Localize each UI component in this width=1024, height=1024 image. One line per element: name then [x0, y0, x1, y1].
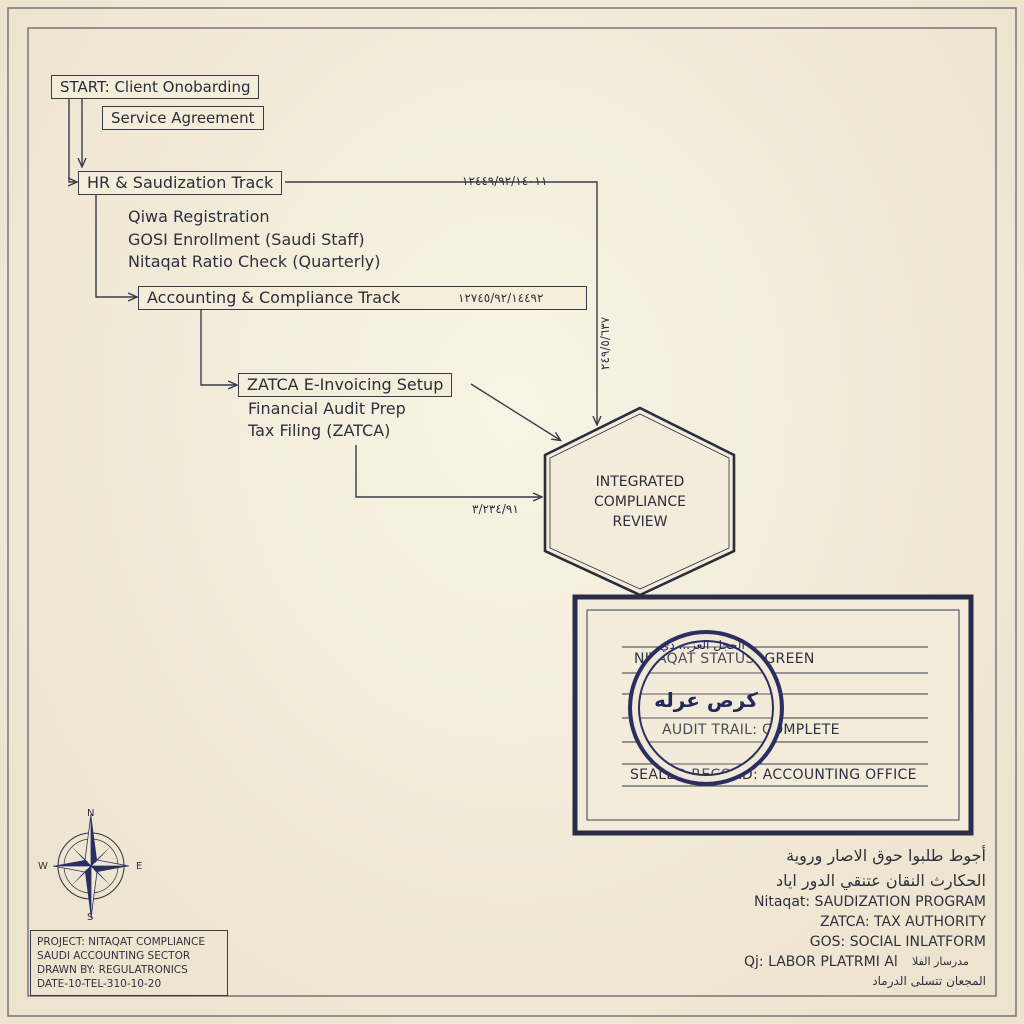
title-block: PROJECT: NITAQAT COMPLIANCE SAUDI ACCOUN… — [30, 930, 228, 996]
connector-tax-to-review — [355, 445, 541, 497]
connector-hr-to-review — [285, 181, 597, 424]
start-box[interactable]: START: Client Onobarding — [51, 75, 260, 99]
hr-step-qiwa: Qiwa Registration — [128, 207, 270, 226]
legend-item-nitaqat: Nitaqat: SAUDIZATION PROGRAM — [754, 894, 986, 910]
seal-center-text: كرص عرله — [654, 688, 758, 712]
compass-east: E — [136, 861, 143, 872]
service-agreement-box[interactable]: Service Agreement — [102, 106, 264, 130]
compass-south: S — [87, 912, 94, 923]
legend-arabic-1: أجوط طلبوا حوق الاصار وروية — [786, 846, 986, 865]
review-line-3: REVIEW — [612, 514, 668, 530]
title-drawn-by: DRAWN BY: REGULATRONICS — [37, 964, 188, 976]
connector-hr-to-accounting — [95, 195, 136, 297]
legend-item-qiwa: Qj: LABOR PLATRMI Al — [744, 954, 898, 970]
legend-item-gosi: GOS: SOCIAL INLATFORM — [809, 934, 986, 950]
service-agreement-label: Service Agreement — [111, 109, 255, 127]
legend-item-zatca: ZATCA: TAX AUTHORITY — [819, 914, 986, 930]
accounting-date: ١٢٧٤٥/٩٢/١٤٤٩٢ — [458, 291, 544, 305]
compass-west: W — [38, 861, 48, 872]
legend-arabic-2: الحكارث النقان عتنقي الدور اياد — [775, 871, 986, 890]
zatca-step-tax: Tax Filing (ZATCA) — [248, 421, 391, 440]
zatca-setup-label: ZATCA E-Invoicing Setup — [247, 375, 444, 394]
hr-date: ١٢٤٤٩/٩٢/١٤٠١١ — [462, 174, 548, 188]
accounting-track-label: Accounting & Compliance Track — [147, 288, 401, 307]
seal-ring-text: الحجل العز... دي — [660, 638, 745, 652]
title-date: DATE-10-TEL-310-10-20 — [37, 978, 162, 990]
hr-track-box[interactable]: HR & Saudization Track — [78, 171, 283, 195]
legend-arabic-inline: مدرسار الفلا — [912, 955, 969, 968]
inner-border — [27, 27, 997, 997]
accounting-track-box[interactable]: Accounting & Compliance Track — [138, 286, 587, 310]
compass-rose — [52, 813, 130, 919]
start-label: START: Client Onobarding — [60, 78, 251, 96]
title-project: PROJECT: NITAQAT COMPLIANCE — [37, 936, 205, 948]
legend-arabic-3: المجعان تتسلى الدرماد — [872, 974, 986, 988]
hr-step-gosi: GOSI Enrollment (Saudi Staff) — [128, 230, 365, 249]
zatca-date: ٣/٢٣٤/٩١ — [472, 502, 519, 516]
hr-track-label: HR & Saudization Track — [87, 173, 274, 192]
vertical-date: ٢٤٩/٥/٦٣٧ — [598, 316, 612, 370]
review-label[interactable]: INTEGRATED COMPLIANCE REVIEW — [545, 472, 735, 532]
review-line-1: INTEGRATED — [595, 474, 685, 490]
compass-north: N — [87, 808, 95, 819]
zatca-setup-box[interactable]: ZATCA E-Invoicing Setup — [238, 373, 453, 397]
official-seal — [628, 630, 784, 786]
zatca-step-audit: Financial Audit Prep — [248, 399, 406, 418]
outer-border — [7, 7, 1017, 1017]
review-line-2: COMPLIANCE — [594, 494, 686, 510]
title-sector: SAUDI ACCOUNTING SECTOR — [37, 950, 191, 962]
hr-step-nitaqat: Nitaqat Ratio Check (Quarterly) — [128, 252, 381, 271]
connector-zatca-to-review — [470, 383, 560, 440]
connector-start-to-hr — [69, 98, 76, 182]
connector-accounting-to-zatca — [200, 310, 236, 385]
